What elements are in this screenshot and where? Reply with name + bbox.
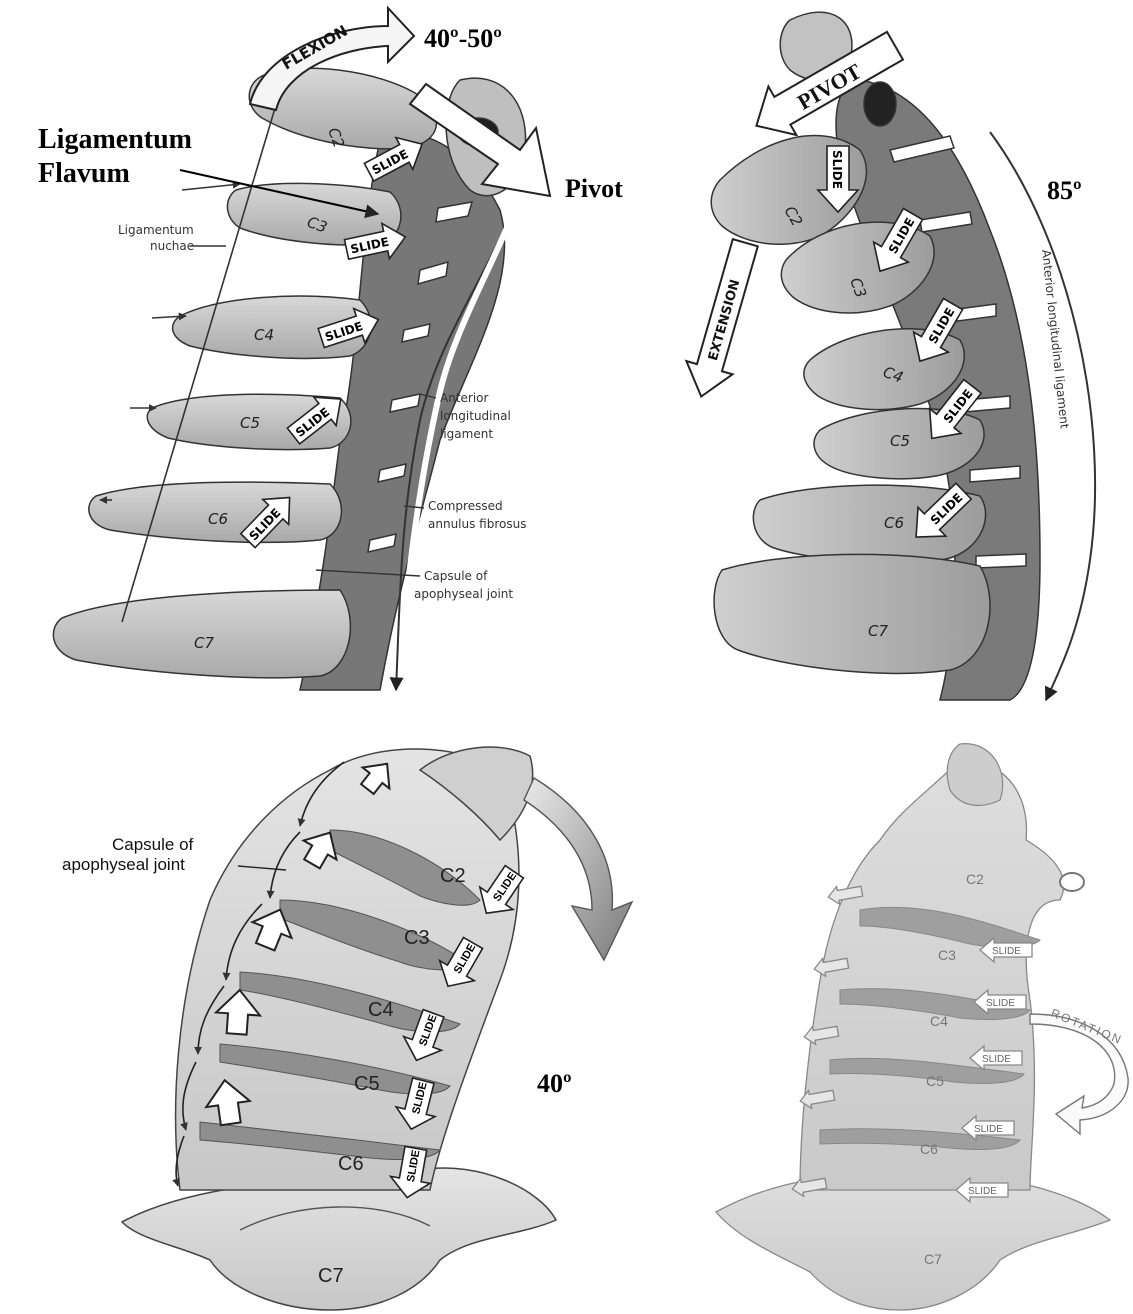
anterior-ligament-label-line1: Anterior (440, 391, 489, 405)
rotation-label-c6: C6 (920, 1141, 938, 1157)
lateral-label-c2: C2 (440, 865, 466, 887)
extension-c7-process (714, 554, 990, 673)
lateral-label-c7: C7 (318, 1265, 344, 1287)
lateral-label-c6: C6 (338, 1153, 364, 1175)
lateral-capsule-label-line2: apophyseal joint (62, 855, 185, 874)
rotation-slide-label: SLIDE (974, 1124, 1003, 1135)
rotation-slide-label: SLIDE (982, 1054, 1011, 1065)
extension-label-c6: C6 (884, 514, 904, 532)
ligamentum-nuchae-label-line1: Ligamentum (118, 223, 194, 237)
flexion-panel: C2 C3 C4 C5 C6 C7 FLEXION SLIDE SLIDE (53, 8, 550, 690)
anterior-ligament-label-line3: ligament (440, 427, 493, 441)
rotation-vertebral-column (800, 760, 1064, 1190)
lateral-label-c3: C3 (404, 927, 430, 949)
flexion-label-c7: C7 (194, 634, 214, 652)
flexion-label-c4: C4 (254, 326, 274, 344)
extension-label-c5: C5 (890, 432, 910, 450)
rotation-panel: C2 C3 C4 C5 C6 C7 ROTATION SLIDE SLIDE (716, 744, 1128, 1310)
flexion-capsule-label-line1: Capsule of (424, 569, 488, 583)
extension-label-c7: C7 (868, 622, 888, 640)
annulus-label-line1: Compressed (428, 499, 503, 513)
lateral-flexion-panel: C2 C3 C4 C5 C6 C7 Capsule of apophyseal … (62, 747, 632, 1310)
lateral-motion-arrow (524, 778, 632, 960)
flexion-label-c6: C6 (208, 510, 228, 528)
annulus-label-line2: annulus fibrosus (428, 517, 526, 531)
lateral-label-c4: C4 (368, 999, 394, 1021)
lateral-capsule-label-line1: Capsule of (112, 835, 194, 854)
ligamentum-nuchae-label-line2: nuchae (150, 239, 194, 253)
rotation-motion-arrow: ROTATION (1030, 1006, 1128, 1134)
rotation-label-c5: C5 (926, 1073, 944, 1089)
rotation-slide-label: SLIDE (992, 946, 1021, 957)
flexion-label-c5: C5 (240, 414, 260, 432)
rotation-label-c4: C4 (930, 1013, 948, 1029)
anterior-ligament-label-line2: longitudinal (440, 409, 511, 423)
rotation-label-c2: C2 (966, 871, 984, 887)
extension-panel: C2 C3 C4 C5 C6 C7 Anterior longitudinal … (678, 12, 1095, 700)
lateral-label-c5: C5 (354, 1073, 380, 1095)
flexion-capsule-label-line2: apophyseal joint (414, 587, 513, 601)
extension-motion-arrow: EXTENSION (678, 236, 768, 403)
extension-slide-label: SLIDE (830, 150, 844, 189)
rotation-label-c7: C7 (924, 1251, 942, 1267)
rotation-slide-label: SLIDE (968, 1186, 997, 1197)
rotation-slide-label: SLIDE (986, 998, 1015, 1009)
rotation-label-c3: C3 (938, 947, 956, 963)
rotation-c7-base (716, 1174, 1110, 1310)
extension-anterior-ligament-label: Anterior longitudinal ligament (1039, 249, 1072, 430)
